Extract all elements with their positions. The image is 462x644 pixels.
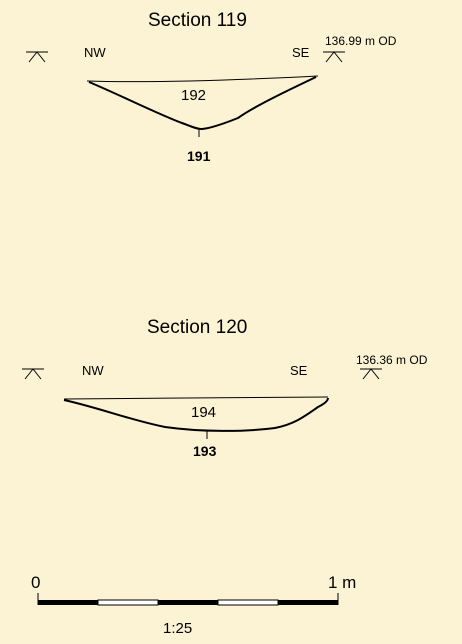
section-120-se-label: SE bbox=[290, 363, 308, 378]
section-120-datum-level: 136.36 m OD bbox=[356, 353, 428, 367]
section-119-title: Section 119 bbox=[148, 10, 247, 31]
section-119-cut-context: 191 bbox=[187, 148, 211, 164]
scale-end-label: 1 m bbox=[328, 573, 357, 592]
scale-start-label: 0 bbox=[31, 573, 41, 592]
section-119-top-line bbox=[86, 75, 319, 83]
datum-symbol-left-120 bbox=[22, 368, 44, 380]
datum-symbol-left-119 bbox=[26, 51, 48, 63]
scale-bar bbox=[37, 593, 339, 606]
section-120-cut-context: 193 bbox=[193, 443, 217, 459]
section-120-cut-line bbox=[63, 397, 329, 432]
section-120-profile bbox=[63, 396, 329, 439]
section-120-title: Section 120 bbox=[147, 317, 248, 338]
section-119-nw-label: NW bbox=[84, 45, 106, 60]
section-119-profile bbox=[86, 75, 319, 137]
section-119-cut-line bbox=[88, 76, 317, 131]
section-120-nw-label: NW bbox=[82, 363, 104, 378]
section-119-se-label: SE bbox=[292, 45, 310, 60]
section-120-fill-context: 194 bbox=[191, 404, 217, 421]
section-119-fill-context: 192 bbox=[181, 87, 207, 104]
datum-symbol-right-119 bbox=[323, 51, 345, 63]
scale-ratio-label: 1:25 bbox=[163, 620, 193, 637]
section-120-top-line bbox=[63, 396, 329, 400]
section-119-datum-level: 136.99 m OD bbox=[325, 34, 397, 48]
datum-symbol-right-120 bbox=[360, 368, 382, 380]
